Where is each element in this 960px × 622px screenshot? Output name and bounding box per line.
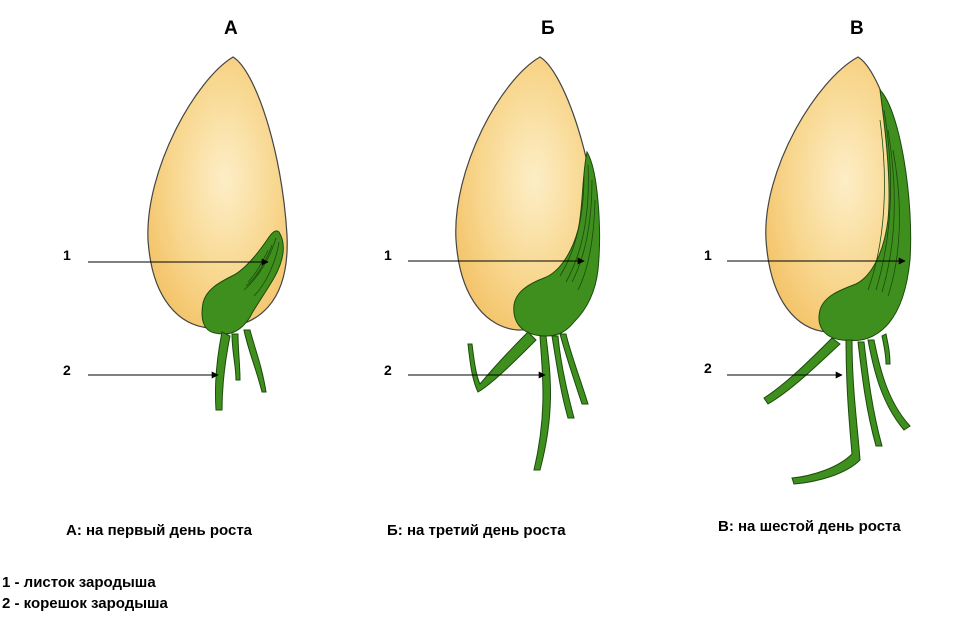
- legend-item-2: 2 - корешок зародыша: [2, 593, 168, 614]
- roots-b: [468, 332, 588, 470]
- callout-2-c: 2: [704, 360, 712, 376]
- roots-c: [764, 334, 910, 484]
- seedling-c: [764, 57, 911, 484]
- stage-title-b: Б: [541, 18, 555, 40]
- seedling-a: [148, 57, 287, 410]
- stage-title-a: А: [224, 18, 238, 40]
- caption-c: В: на шестой день роста: [718, 518, 901, 535]
- seedling-b: [456, 57, 600, 470]
- callout-2-a: 2: [63, 362, 71, 378]
- callout-2-b: 2: [384, 362, 392, 378]
- callout-1-c: 1: [704, 247, 712, 263]
- stage-title-c: В: [850, 18, 864, 40]
- callout-1-b: 1: [384, 247, 392, 263]
- callout-1-a: 1: [63, 247, 71, 263]
- legend-item-1: 1 - листок зародыша: [2, 572, 156, 593]
- caption-a: А: на первый день роста: [66, 522, 252, 539]
- caption-b: Б: на третий день роста: [387, 522, 566, 539]
- roots-a: [215, 330, 266, 410]
